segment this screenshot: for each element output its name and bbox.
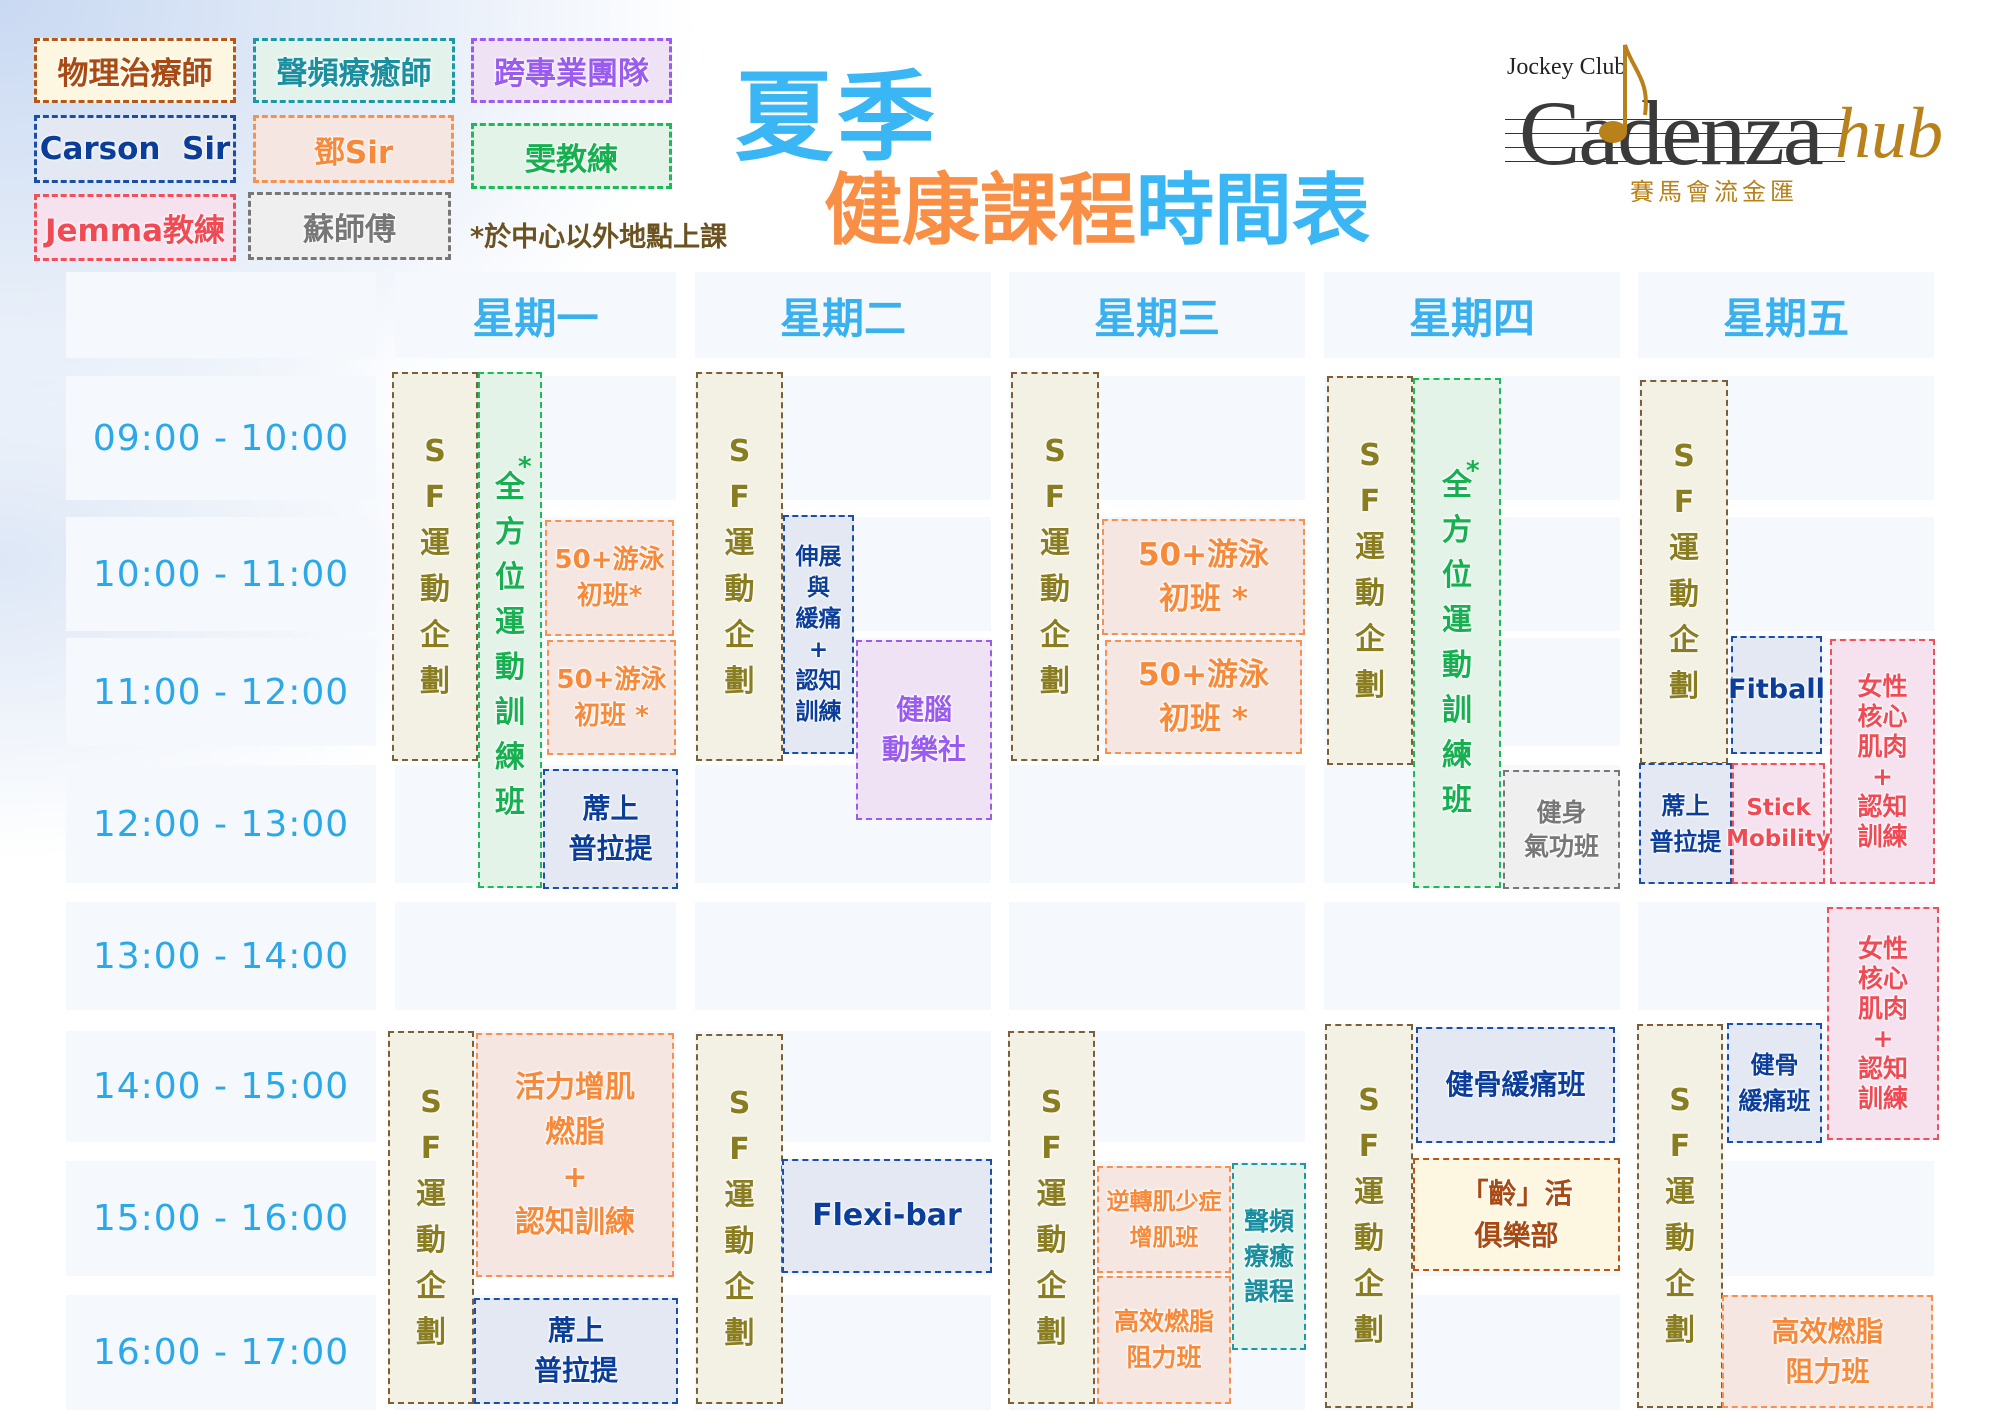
class-sf-thu-pm[interactable]: S F 運 動 企 劃 <box>1325 1024 1413 1408</box>
class-sf-mon-am[interactable]: S F 運 動 企 劃 <box>392 372 478 761</box>
title-timetable: 健康課程時間表 <box>824 148 1370 260</box>
class-sf-wed-pm[interactable]: S F 運 動 企 劃 <box>1008 1031 1095 1404</box>
grid-cell <box>395 902 676 1010</box>
grid-cell <box>1324 902 1620 1010</box>
cadenza-hub-logo: Jockey Club Cadenza hub 賽馬會流金匯 <box>1505 40 1960 210</box>
class-fatburn-wed[interactable]: 高效燃脂 阻力班 <box>1097 1276 1231 1404</box>
class-allround-mon[interactable]: 全 方 位 運 動 訓 練 班 <box>478 372 542 888</box>
time-slot-1500: 15:00 - 16:00 <box>66 1161 376 1276</box>
class-sf-tue-am[interactable]: S F 運 動 企 劃 <box>696 372 783 761</box>
class-pilates-mon[interactable]: 蓆上 普拉提 <box>543 769 678 889</box>
time-slot-1200: 12:00 - 13:00 <box>66 765 376 883</box>
title-summer: 夏季 <box>735 61 940 175</box>
class-sf-mon-pm[interactable]: S F 運 動 企 劃 <box>388 1031 474 1404</box>
class-pilates-mon-pm[interactable]: 蓆上 普拉提 <box>474 1298 678 1404</box>
class-fitball-fri[interactable]: Fitball <box>1728 636 1825 754</box>
legend-multidisciplinary-team: 跨專業團隊 <box>471 38 672 103</box>
time-slot-0900: 09:00 - 10:00 <box>66 376 376 500</box>
legend-sound-therapist: 聲頻療癒師 <box>253 38 455 103</box>
legend-coach-jemma: Jemma教練 <box>34 194 236 261</box>
grid-cell <box>1009 902 1305 1010</box>
logo-cadenza: Cadenza <box>1519 82 1824 184</box>
day-header-friday: 星期五 <box>1638 272 1934 358</box>
legend-physiotherapist: 物理治療師 <box>34 38 236 103</box>
class-flexibar-tue[interactable]: Flexi-bar <box>782 1159 992 1273</box>
class-sound-therapy-wed[interactable]: 聲頻 療癒 課程 <box>1232 1163 1306 1350</box>
legend-coach-man: 雯教練 <box>471 123 672 189</box>
logo-jockey-club: Jockey Club <box>1507 54 1627 80</box>
class-bone-pain-thu[interactable]: 健骨緩痛班 <box>1416 1027 1615 1143</box>
title-schedule: 時間表 <box>1136 166 1371 256</box>
class-swim-wed-1[interactable]: 50+游泳 初班 * <box>1102 519 1305 635</box>
class-sf-thu-am[interactable]: S F 運 動 企 劃 <box>1327 376 1413 765</box>
offsite-asterisk: * <box>1466 456 1480 486</box>
legend-tang-sir: 鄧Sir <box>253 115 454 183</box>
class-sf-fri-pm[interactable]: S F 運 動 企 劃 <box>1637 1024 1723 1408</box>
class-qigong-thu[interactable]: 健身 氣功班 <box>1503 770 1620 889</box>
class-stick-mobility-fri[interactable]: Stick Mobility <box>1726 763 1831 884</box>
grid-cell <box>1009 765 1305 883</box>
class-brain-tue[interactable]: 健腦 動樂社 <box>856 640 992 820</box>
day-header-tuesday: 星期二 <box>695 272 991 358</box>
time-slot-1000: 10:00 - 11:00 <box>66 517 376 631</box>
grid-cell <box>695 902 991 1010</box>
time-slot-1600: 16:00 - 17:00 <box>66 1295 376 1410</box>
logo-staff-lines <box>1505 106 1845 162</box>
time-slot-1100: 11:00 - 12:00 <box>66 638 376 746</box>
class-stretch-tue[interactable]: 伸展 與 緩痛 + 認知 訓練 <box>783 515 854 754</box>
class-swim-mon-2[interactable]: 50+游泳 初班 * <box>547 640 676 755</box>
logo-hub: hub <box>1835 93 1943 173</box>
time-slot-1300: 13:00 - 14:00 <box>66 902 376 1010</box>
class-sarcopenia-wed[interactable]: 逆轉肌少症 增肌班 <box>1097 1166 1231 1273</box>
class-women-core-fri-2[interactable]: 女性 核心 肌肉 + 認知 訓練 <box>1827 907 1939 1140</box>
day-header-wednesday: 星期三 <box>1009 272 1305 358</box>
class-vitality-mon[interactable]: 活力增肌 燃脂 + 認知訓練 <box>476 1033 674 1277</box>
time-slot-1400: 14:00 - 15:00 <box>66 1031 376 1142</box>
legend-master-so: 蘇師傅 <box>248 192 451 260</box>
day-header-monday: 星期一 <box>395 272 676 358</box>
title-health-course: 健康課程 <box>824 166 1137 256</box>
day-header-thursday: 星期四 <box>1324 272 1620 358</box>
music-note-icon <box>1599 44 1648 143</box>
class-sf-tue-pm[interactable]: S F 運 動 企 劃 <box>696 1034 783 1404</box>
class-fatburn-fri[interactable]: 高效燃脂 阻力班 <box>1722 1295 1933 1408</box>
class-sf-fri-am[interactable]: S F 運 動 企 劃 <box>1640 380 1728 764</box>
class-women-core-fri-1[interactable]: 女性 核心 肌肉 + 認知 訓練 <box>1830 639 1935 884</box>
class-bone-pain-fri[interactable]: 健骨 緩痛班 <box>1727 1023 1822 1143</box>
logo-chinese-name: 賽馬會流金匯 <box>1630 178 1798 206</box>
class-age-club-thu[interactable]: 「齡」活 俱樂部 <box>1413 1158 1620 1271</box>
class-pilates-fri[interactable]: 蓆上 普拉提 <box>1639 763 1732 884</box>
legend-carson-sir: Carson Sir <box>34 115 236 183</box>
offsite-note: *於中心以外地點上課 <box>470 222 728 253</box>
class-allround-thu[interactable]: 全 方 位 運 動 訓 練 班 <box>1413 378 1501 888</box>
class-sf-wed-am[interactable]: S F 運 動 企 劃 <box>1011 372 1099 761</box>
class-swim-wed-2[interactable]: 50+游泳 初班 * <box>1105 640 1302 754</box>
header-corner-cell <box>66 272 376 358</box>
class-swim-mon-1[interactable]: 50+游泳 初班* <box>545 520 674 636</box>
offsite-asterisk: * <box>518 452 532 482</box>
